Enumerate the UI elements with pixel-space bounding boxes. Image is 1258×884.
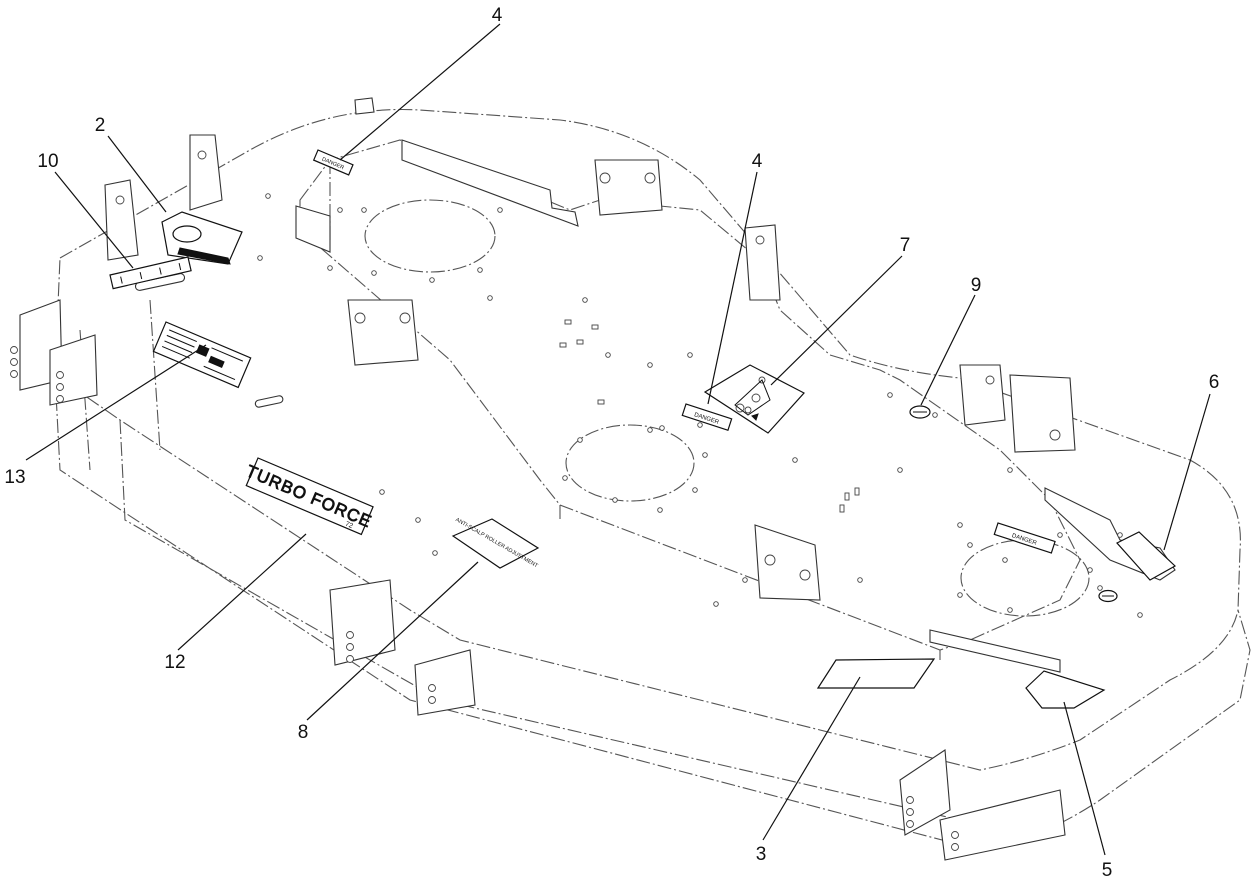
bracket-right-upper [744,224,1076,453]
leader-lines [25,23,1211,856]
front-baffle [401,139,579,227]
decal-height-indicator [109,256,192,290]
spindle-opening-center [565,424,695,502]
deck-small-slots [559,319,860,513]
decal-danger-center: DANGER [681,403,733,432]
bracket-rear-center [754,524,821,601]
decal-safety-triangle [161,211,243,265]
deck-skirt-inner [119,419,961,821]
rear-right-baffle [929,629,1061,673]
center-channel [299,139,1081,651]
mower-deck [10,97,1251,861]
callout-5: 5 [1102,860,1113,881]
slot-left [254,395,284,408]
decal-grease-fitting-2 [1098,589,1118,603]
decal-belt-routing [703,364,805,434]
callout-12: 12 [164,652,185,673]
callout-2: 2 [95,115,106,136]
spindle-opening-right [960,539,1090,617]
bracket-bottom-right [899,749,1066,861]
callout-8: 8 [298,722,309,743]
decal-blank-pentagon [1025,670,1106,709]
rear-pivot-pin [354,97,375,115]
bracket-rear-left [10,299,98,406]
center-channel-wall [329,160,941,660]
decal-grease-fitting-1 [909,405,931,419]
decal-blank-rect [816,658,936,689]
decal-turbo-force-logo: TURBO FORCE 72 [243,457,375,536]
callout-7: 7 [900,235,911,256]
bracket-center [347,299,419,366]
deck-top-outline [54,108,1241,771]
logo-size: 72 [344,521,354,531]
decal-anti-scalp: ANTI-SCALP ROLLER ADJUSTMENT [451,517,539,570]
deck-bolt-holes [257,193,1143,618]
callout-10: 10 [37,151,58,172]
decal-instruction-panel [152,321,252,389]
decal-baffle-side [1116,531,1177,581]
callout-9: 9 [971,275,982,296]
callout-4-front: 4 [492,5,503,26]
callout-4-center: 4 [752,151,763,172]
callout-numbers: 4 2 10 4 7 9 6 13 12 8 3 5 [4,5,1219,881]
logo-text: TURBO FORCE [243,461,374,531]
bracket-front-left [104,134,223,261]
spindle-opening-left [364,199,496,273]
rear-baffle [295,205,331,253]
bracket-bottom-left [329,579,476,716]
callout-6: 6 [1209,372,1220,393]
decal-danger-right: DANGER [993,522,1056,554]
bracket-front-center [594,159,663,216]
callout-3: 3 [756,844,767,865]
callout-13: 13 [4,467,25,488]
